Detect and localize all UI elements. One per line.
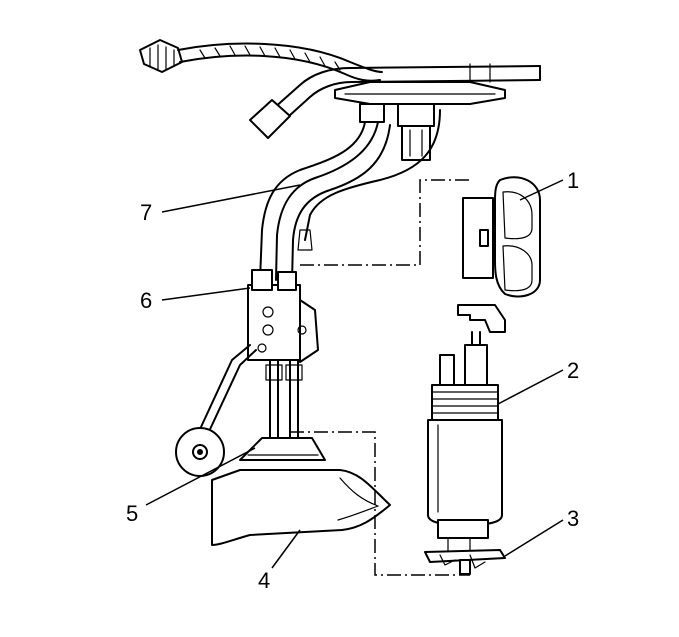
leader-line-4 bbox=[271, 529, 301, 569]
flange-electrical-connector bbox=[359, 103, 435, 161]
callout-2: 2 bbox=[567, 358, 579, 383]
callout-3: 3 bbox=[567, 506, 579, 531]
harness-wire-bundle bbox=[177, 42, 383, 82]
callout-6: 6 bbox=[140, 288, 152, 313]
fuel-strainer bbox=[211, 469, 391, 546]
module-flange bbox=[334, 81, 506, 105]
callout-1: 1 bbox=[567, 168, 579, 193]
fuel-supply-line bbox=[254, 63, 541, 136]
fuel-pump bbox=[427, 344, 503, 553]
float-arm bbox=[194, 344, 257, 441]
callout-7: 7 bbox=[140, 200, 152, 225]
leader-line-1 bbox=[519, 179, 564, 201]
callout-4: 4 bbox=[258, 568, 270, 593]
alignment-line-lower bbox=[290, 431, 470, 576]
fuel-level-sender bbox=[247, 269, 319, 363]
alignment-line-upper bbox=[300, 179, 470, 266]
leader-line-6 bbox=[161, 287, 251, 301]
pump-isolator bbox=[494, 176, 541, 298]
float bbox=[175, 427, 225, 477]
leader-line-5 bbox=[145, 447, 256, 506]
harness-connector bbox=[139, 39, 183, 73]
leader-line-2 bbox=[497, 369, 564, 405]
fuel-tubes bbox=[259, 109, 441, 283]
leader-line-7 bbox=[161, 184, 301, 213]
fuel-line-fitting bbox=[249, 99, 291, 139]
reservoir-cover bbox=[239, 437, 326, 461]
pump-retainer-clip bbox=[424, 549, 506, 575]
pump-electrical-connector bbox=[462, 197, 494, 279]
guide-rods bbox=[265, 359, 303, 441]
callout-5: 5 bbox=[126, 501, 138, 526]
leader-line-3 bbox=[504, 519, 564, 557]
